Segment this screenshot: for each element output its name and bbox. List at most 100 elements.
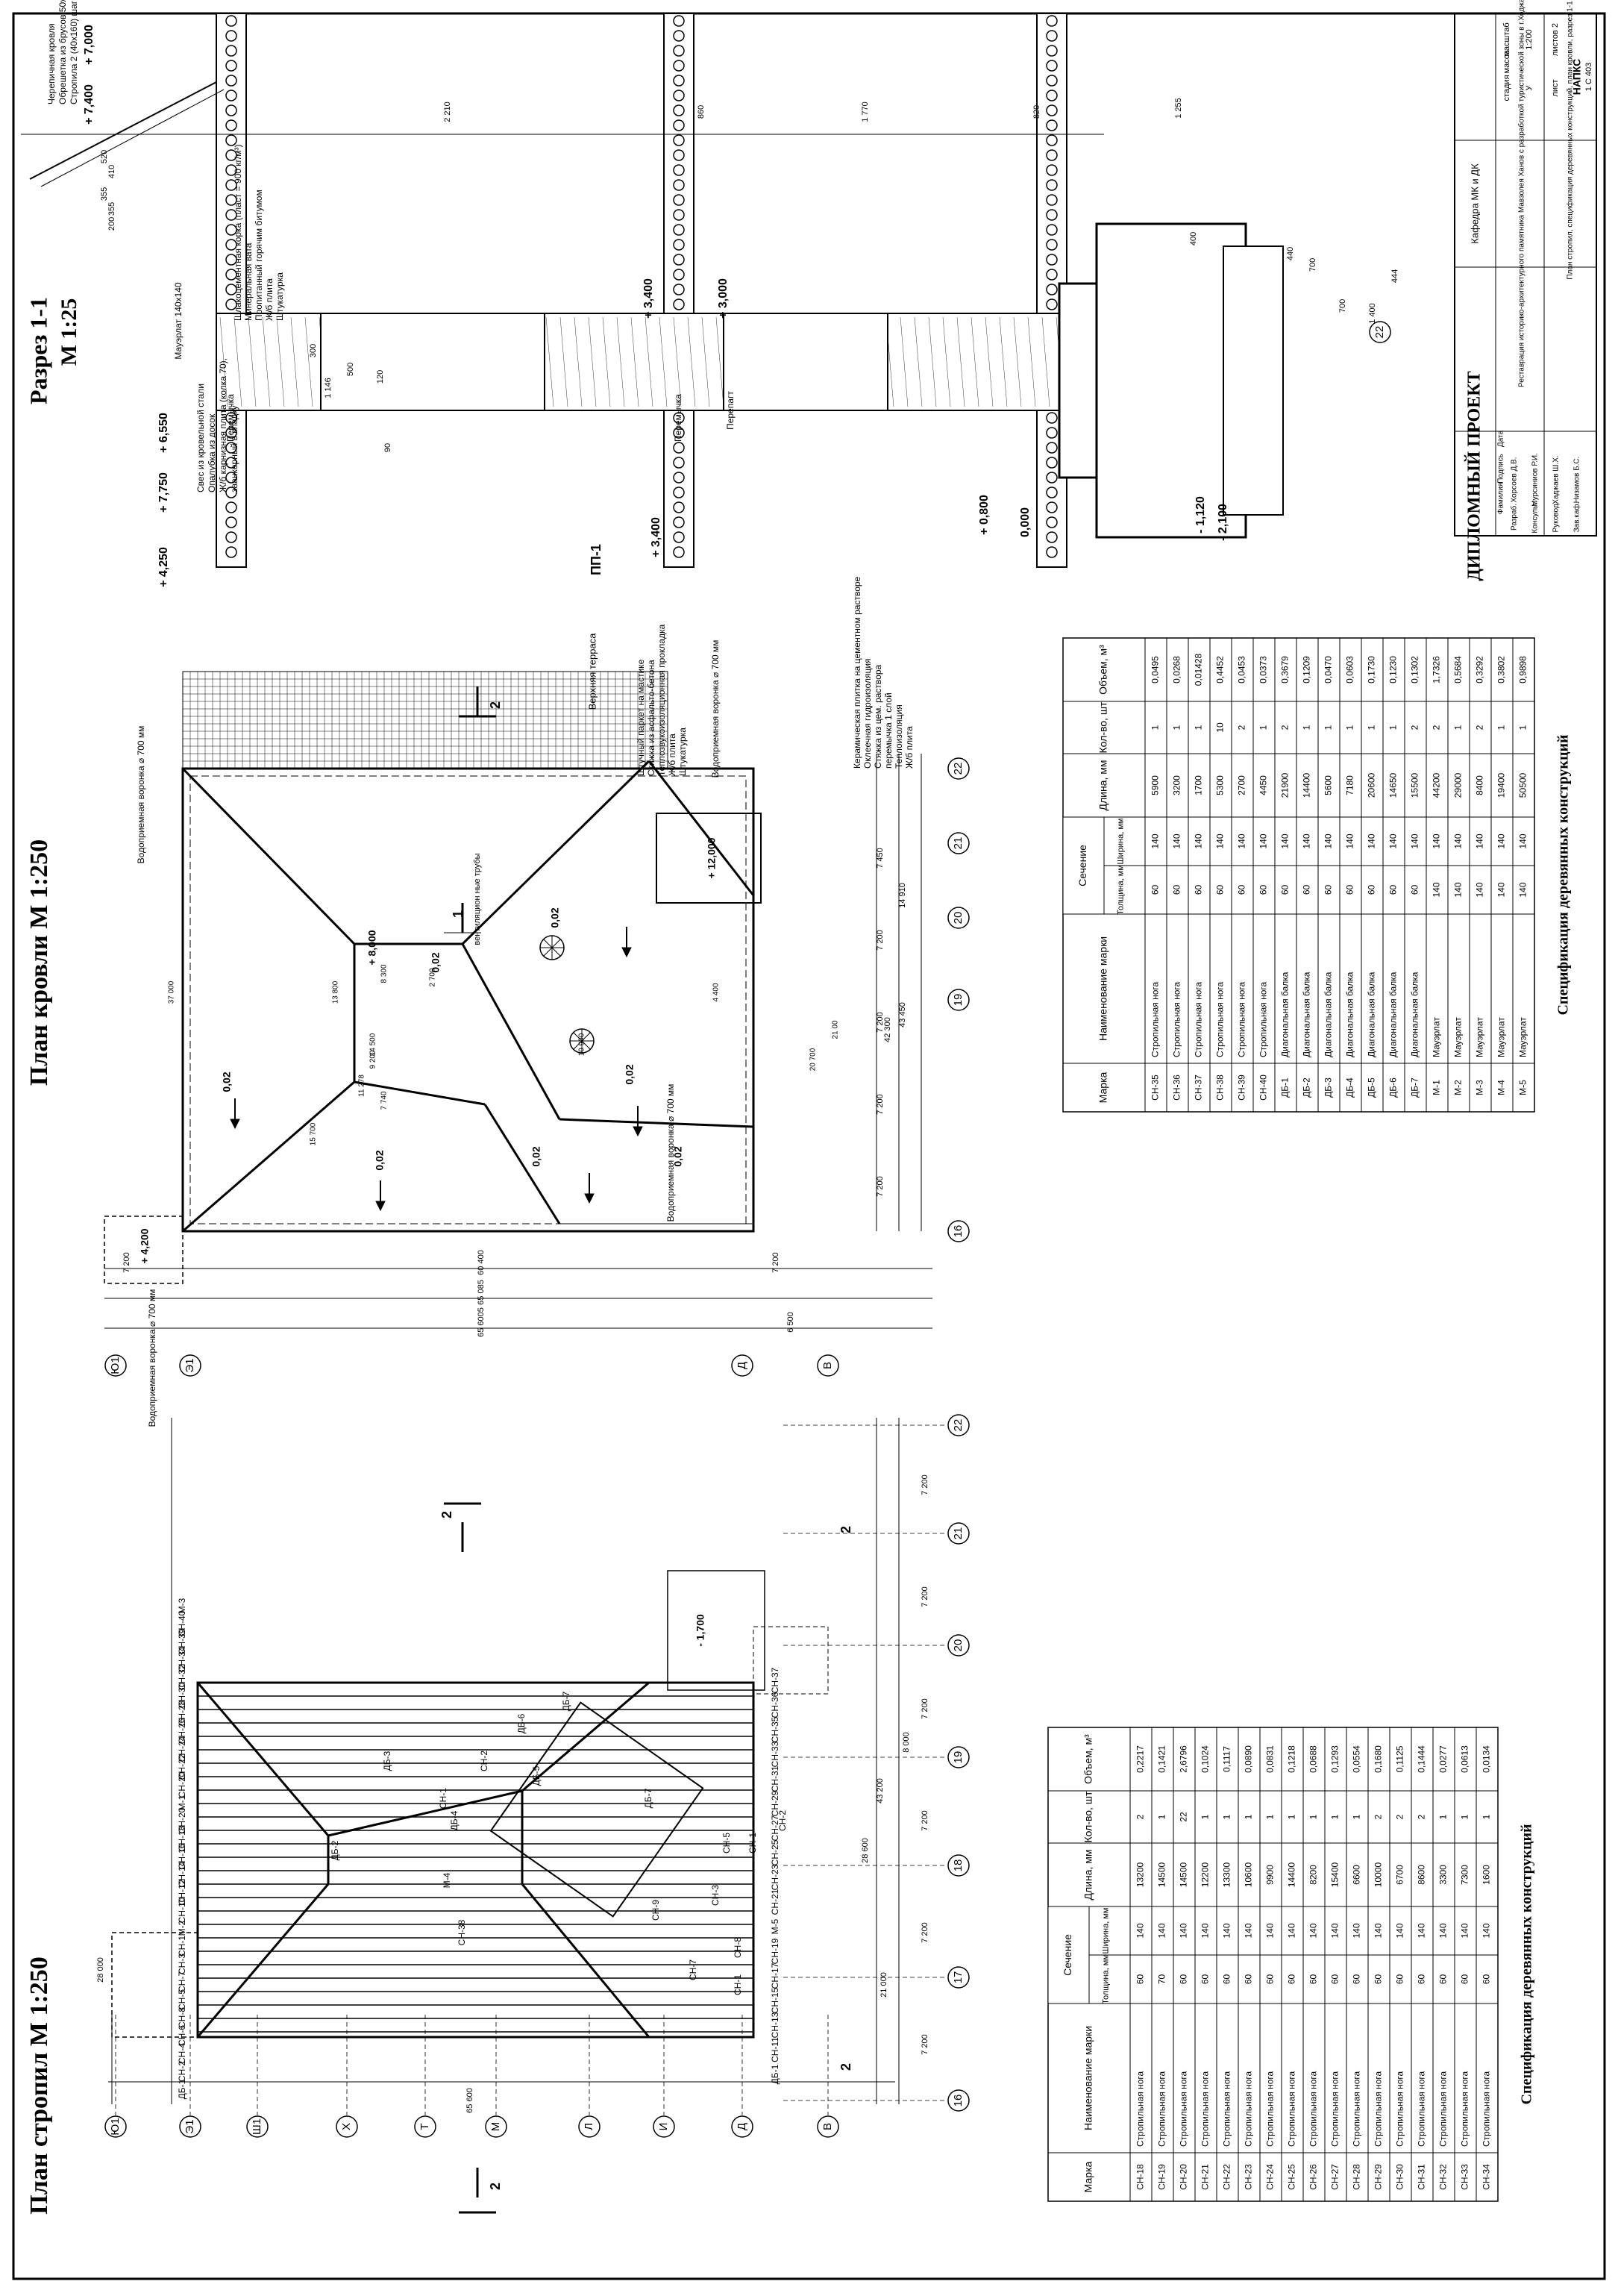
hatch bbox=[900, 316, 909, 407]
spec-left-cell: 1 bbox=[1244, 1814, 1254, 1819]
spec-left-cell: 140 bbox=[1265, 1923, 1276, 1938]
spec-right-cell: СН-40 bbox=[1258, 1075, 1269, 1101]
axis-col-18 bbox=[947, 1854, 970, 1877]
dim-label: 15 700 bbox=[310, 1122, 318, 1145]
spec-left-cell: 2,6796 bbox=[1179, 1745, 1189, 1773]
spec-left-cell: 60 bbox=[1265, 1974, 1276, 1985]
slab-note: Штукатурка bbox=[275, 272, 285, 321]
spec-right-title: Спецификация деревянных конструкций bbox=[1555, 734, 1572, 1015]
mark-inner: ДБ-2 bbox=[330, 1840, 340, 1860]
section-level: - 1,120 bbox=[1194, 496, 1207, 534]
spec-left-cell: 1 bbox=[1352, 1814, 1362, 1819]
spec-right-cell: ДБ-7 bbox=[1410, 1077, 1420, 1098]
spec-right-cell: ДБ-5 bbox=[1367, 1077, 1377, 1098]
slope-label: 0,02 bbox=[624, 1064, 636, 1084]
axis-col-19-label: 19 bbox=[952, 1751, 965, 1764]
spec-left-cell: 60 bbox=[1200, 1974, 1211, 1985]
mark-inner: СН-9 bbox=[650, 1900, 661, 1921]
spec-left-cell: 7300 bbox=[1460, 1865, 1470, 1885]
mark-inner: СН-8 bbox=[733, 1937, 743, 1958]
section-level: + 7,000 bbox=[83, 25, 95, 65]
mark-top: СН-20 bbox=[177, 1807, 187, 1833]
dim-label: 37 000 bbox=[168, 980, 176, 1004]
mark-bottom: СН-27 bbox=[770, 1815, 780, 1841]
spec-left-cell: 6600 bbox=[1352, 1865, 1362, 1885]
spec-left-cell: СН-19 bbox=[1157, 2164, 1167, 2190]
slope-label: 0,02 bbox=[221, 1072, 233, 1092]
slab-void bbox=[225, 209, 237, 221]
slab-void bbox=[1046, 134, 1058, 146]
mark-inner: ДБ-3 bbox=[382, 1751, 392, 1771]
section-title: Разрез 1-1 bbox=[25, 297, 51, 404]
spec-right-cell: 60 bbox=[1150, 885, 1161, 895]
spec-right-cell: СН-36 bbox=[1172, 1075, 1182, 1101]
spec-right-cell: 20600 bbox=[1367, 772, 1377, 798]
slab-void bbox=[225, 472, 237, 484]
hatch bbox=[1013, 316, 1022, 407]
spec-left-cell: 70 bbox=[1157, 1974, 1167, 1985]
spec-right-cell: 140 bbox=[1172, 833, 1182, 848]
mark-inner: СН-1 bbox=[733, 1974, 743, 1995]
spec-right-cell: 14650 bbox=[1388, 772, 1399, 798]
roof-outline bbox=[181, 767, 755, 1233]
spec-right-cell: 140 bbox=[1280, 833, 1291, 848]
spec-right-cell: 60 bbox=[1388, 885, 1399, 895]
spec-right-cell: 2 bbox=[1475, 725, 1485, 730]
spec-right-section-head bbox=[1062, 816, 1105, 915]
terrace-label: Верхняя терраса bbox=[586, 633, 598, 710]
spec-left-cell: 14400 bbox=[1287, 1862, 1297, 1887]
axis-col-17-label: 17 bbox=[952, 1971, 965, 1984]
dim-label: 43 450 bbox=[898, 1002, 907, 1027]
spec-left-cell: 1 bbox=[1330, 1814, 1341, 1819]
hatch bbox=[985, 316, 994, 407]
hatch bbox=[545, 316, 554, 407]
spec-left-cell: СН-25 bbox=[1287, 2164, 1297, 2190]
spec-left-cell: 0,0277 bbox=[1438, 1745, 1449, 1773]
spec-right-cell: 2 bbox=[1410, 725, 1420, 730]
stamp-frame bbox=[1454, 13, 1597, 537]
spec-left-cell: 10000 bbox=[1373, 1862, 1384, 1887]
spec-left-cell: СН-31 bbox=[1417, 2164, 1427, 2190]
mark-top: СН-24 bbox=[177, 1736, 187, 1762]
stamp-project: Реставрация историко-архитектурного памя… bbox=[1517, 0, 1526, 387]
section-dim: 500 bbox=[346, 363, 355, 376]
spec-right-cell: 0,1730 bbox=[1367, 656, 1377, 684]
slab-void bbox=[673, 501, 685, 513]
mark-top: СН-3 bbox=[177, 1954, 187, 1974]
spec-right-cell: СН-39 bbox=[1237, 1075, 1247, 1101]
spec-right-cell: 140 bbox=[1432, 833, 1442, 848]
slab-void bbox=[673, 30, 685, 42]
slab-void bbox=[225, 15, 237, 27]
section-dim: 2 210 bbox=[443, 101, 452, 122]
slab-void bbox=[673, 298, 685, 310]
axis-row-Ш1-label: Ш1 bbox=[251, 2118, 263, 2135]
roof-axis-col-22-label: 22 bbox=[952, 763, 965, 775]
slab-void bbox=[1046, 239, 1058, 251]
spec-left-title: Спецификация деревянных конструкций bbox=[1519, 1824, 1535, 2104]
spec-left-header: Наименование марки bbox=[1082, 2026, 1094, 2130]
spec-left-cell: 60 bbox=[1438, 1974, 1449, 1985]
slab-void bbox=[1046, 442, 1058, 454]
spec-left-cell: 140 bbox=[1222, 1923, 1232, 1938]
dim-label: 28 000 bbox=[96, 1957, 105, 1983]
spec-left-cell: 60 bbox=[1395, 1974, 1405, 1985]
roof-axis-col-16-label: 16 bbox=[952, 1225, 965, 1238]
spec-right-cell: Мауэрлат bbox=[1496, 1017, 1507, 1057]
spec-right-cell: 60 bbox=[1172, 885, 1182, 895]
spec-left-cell: 8200 bbox=[1308, 1865, 1319, 1885]
slab-void bbox=[673, 164, 685, 176]
spec-left-cell: Стропильная нога bbox=[1244, 2071, 1254, 2147]
slab-void bbox=[673, 45, 685, 57]
stamp-cell: масштаб bbox=[1502, 22, 1511, 56]
hip-line bbox=[196, 1682, 330, 1836]
slab-void bbox=[1046, 209, 1058, 221]
slab-void bbox=[1046, 531, 1058, 543]
hatch bbox=[673, 316, 682, 407]
hatch bbox=[1027, 316, 1036, 407]
mark-bottom: М-5 bbox=[770, 1918, 780, 1934]
section-axis bbox=[1369, 321, 1391, 343]
stamp-cell: У bbox=[1525, 85, 1534, 91]
slab-void bbox=[225, 104, 237, 116]
section-dim: 1 255 bbox=[1174, 98, 1183, 119]
slab-void bbox=[673, 75, 685, 87]
